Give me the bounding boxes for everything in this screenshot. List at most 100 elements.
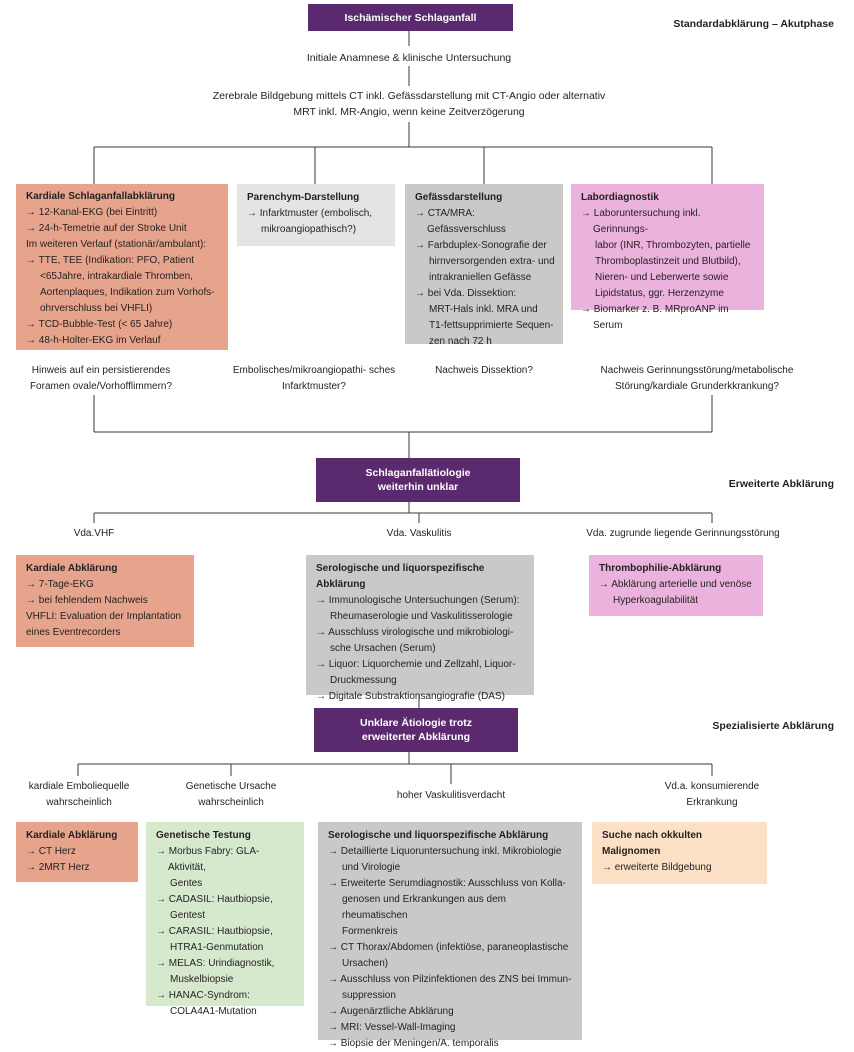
label-vasculitis-high: hoher Vaskulitisverdacht	[341, 788, 561, 804]
list-item: → Laboruntersuchung inkl. Gerinnungs-	[581, 208, 701, 235]
list-item: → bei fehlendem Nachweis	[26, 595, 148, 606]
label-line: wahrscheinlich	[46, 797, 112, 808]
list-item: HTRA1-Genmutation	[170, 942, 264, 953]
list-item: Muskelbiopsie	[170, 974, 234, 985]
list-item: labor (INR, Thrombozyten, partielle	[595, 240, 751, 251]
label-vasculitis: Vda. Vaskulitis	[386, 528, 452, 539]
list-item: Thromboplastinzeit und Blutbild),	[595, 256, 741, 267]
list-item: → Farbduplex-Sonografie der	[415, 240, 547, 251]
question-line: Foramen ovale/Vorhofflimmern?	[29, 381, 173, 392]
question-line: Störung/kardiale Grunderkkrankung?	[615, 381, 779, 392]
box-title: Labordiagnostik	[581, 192, 659, 203]
list-item: suppression	[342, 990, 396, 1001]
list-item: Gentes	[170, 878, 203, 889]
box-serology-specialized: Serologische und liquorspezifische Abklä…	[318, 822, 582, 1049]
box-lab-diagnostics: Labordiagnostik → Laboruntersuchung inkl…	[571, 184, 764, 331]
list-item: Ursachen)	[342, 958, 389, 969]
box-title: Kardiale Abklärung	[26, 563, 118, 574]
list-item: → erweiterte Bildgebung	[602, 862, 712, 873]
unclear-line1: Unklare Ätiologie trotz	[359, 717, 472, 729]
step-anamnesis: Initiale Anamnese & klinische Untersuchu…	[306, 52, 512, 64]
list-item: Gentest	[170, 910, 206, 921]
list-item: → Erweiterte Serumdiagnostik: Ausschluss…	[328, 878, 566, 889]
section-label-acute: Standardabklärung – Akutphase	[673, 18, 834, 30]
list-item: → TCD-Bubble-Test (< 65 Jahre)	[26, 319, 173, 330]
question-line: Hinweis auf ein persistierendes	[31, 365, 171, 376]
list-item: → Augenärztliche Abklärung	[328, 1006, 454, 1017]
etiology-line2: weiterhin unklar	[377, 481, 459, 493]
list-item: → CADASIL: Hautbiopsie,	[156, 894, 273, 905]
label-line: kardiale Emboliequelle	[28, 781, 130, 792]
list-item: → TTE, TEE (Indikation: PFO, Patient	[26, 255, 195, 266]
etiology-line1: Schlaganfallätiologie	[365, 467, 471, 479]
list-item: genosen und Erkrankungen aus dem rheumat…	[342, 894, 507, 921]
step-imaging-line1: Zerebrale Bildgebung mittels CT inkl. Ge…	[212, 90, 560, 102]
list-item: Druckmessung	[330, 675, 397, 686]
label-cardiac-embolic: kardiale Emboliequelle wahrscheinlich	[12, 779, 146, 811]
list-item: Formenkreis	[342, 926, 398, 937]
question-coagulation: Nachweis Gerinnungsstörung/metabolische …	[582, 363, 812, 395]
list-item: → CT Thorax/Abdomen (infektiöse, paraneo…	[328, 942, 569, 953]
question-line: sches Infarktmuster?	[282, 365, 396, 392]
question-pfo: Hinweis auf ein persistierendes Foramen …	[16, 363, 186, 395]
unclear-line2: erweiterter Abklärung	[361, 731, 471, 743]
list-item: hirnversorgenden extra- und	[429, 256, 555, 267]
list-item: → Ausschluss virologische und mikrobiolo…	[316, 627, 514, 638]
box-serology-extended: Serologische und liquorspezifische Abklä…	[306, 555, 534, 702]
list-item: → Immunologische Untersuchungen (Serum):	[316, 595, 520, 606]
label-line: hoher Vaskulitisverdacht	[396, 790, 506, 801]
list-item: intrakraniellen Gefässe	[429, 272, 532, 283]
list-item: → 2MRT Herz	[26, 862, 90, 873]
box-vessel-imaging: Gefässdarstellung → CTA/MRA: Gefässversc…	[405, 184, 563, 347]
question-line: Nachweis Dissektion?	[435, 365, 533, 376]
box-thrombophilia: Thrombophilie-Abklärung → Abklärung arte…	[589, 555, 763, 616]
list-item: → Biomarker z. B. MRproANP im Serum	[581, 304, 729, 331]
list-item: → 48-h-Holter-EKG im Verlauf	[26, 335, 161, 346]
list-item: → Liquor: Liquorchemie und Zellzahl, Liq…	[316, 659, 516, 670]
list-item: → bei Vda. Dissektion:	[415, 288, 517, 299]
box-title: Suche nach okkulten Malignomen	[602, 830, 703, 857]
label-line: Erkrankung	[686, 797, 738, 808]
list-item: eines Eventrecorders	[26, 627, 121, 638]
list-item: → Infarktmuster (embolisch,	[247, 208, 373, 219]
title-box-stroke: Ischämischer Schlaganfall	[308, 4, 513, 31]
box-title: Genetische Testung	[156, 830, 251, 841]
question-line: Embolisches/mikroangiopathi-	[232, 365, 367, 376]
list-item: → CARASIL: Hautbiopsie,	[156, 926, 273, 937]
box-title: Kardiale Schlaganfallabklärung	[26, 191, 175, 202]
box-title: Thrombophilie-Abklärung	[599, 563, 722, 574]
label-line: Vd.a. konsumierende	[664, 781, 760, 792]
list-item: zen nach 72 h	[429, 336, 492, 347]
list-item: Im weiteren Verlauf (stationär/ambulant)…	[26, 239, 207, 250]
title-text: Ischämischer Schlaganfall	[344, 11, 477, 24]
list-item: → 24-h-Temetrie auf der Stroke Unit	[26, 223, 187, 234]
list-item: ohrverschluss bei VHFLI)	[40, 303, 153, 314]
section-label-extended: Erweiterte Abklärung	[728, 478, 834, 490]
box-cardiac-extended: Kardiale Abklärung → 7-Tage-EKG → bei fe…	[16, 555, 194, 647]
list-item: → CT Herz	[26, 846, 76, 857]
step-imaging-line2: alternativ MRT inkl. MR-Angio, wenn kein…	[293, 90, 606, 118]
list-item: T1-fettsupprimierte Sequen-	[429, 320, 554, 331]
list-item: → Morbus Fabry: GLA-Aktivität,	[156, 846, 260, 873]
list-item: VHFLI: Evaluation der Implantation	[26, 611, 182, 622]
box-title: Serologische und liquorspezifische Abklä…	[328, 830, 549, 841]
step-imaging: Zerebrale Bildgebung mittels CT inkl. Ge…	[210, 88, 608, 120]
list-item: → Biopsie der Meningen/A. temporalis	[328, 1038, 499, 1049]
list-item: → 12-Kanal-EKG (bei Eintritt)	[26, 207, 158, 218]
list-item: → HANAC-Syndrom:	[156, 990, 250, 1001]
list-item: COLA4A1-Mutation	[170, 1006, 257, 1017]
box-cardiac-workup: Kardiale Schlaganfallabklärung → 12-Kana…	[16, 184, 228, 350]
question-line: Nachweis Gerinnungsstörung/metabolische	[600, 365, 794, 376]
list-item: → CTA/MRA: Gefässverschluss	[415, 208, 506, 235]
box-etiology-unclear: Schlaganfallätiologie weiterhin unklar	[316, 458, 520, 502]
list-item: MRT-Hals inkl. MRA und	[429, 304, 538, 315]
label-vhf: Vda.VHF	[73, 528, 115, 539]
section-label-specialized: Spezialisierte Abklärung	[712, 720, 834, 732]
list-item: Lipidstatus, ggr. Herzenzyme	[595, 288, 724, 299]
box-malignancy-search: Suche nach okkulten Malignomen → erweite…	[592, 822, 767, 884]
list-item: Rheumaserologie und Vaskulitisserologie	[330, 611, 513, 622]
box-title: Kardiale Abklärung	[26, 830, 118, 841]
list-item: → Ausschluss von Pilzinfektionen des ZNS…	[328, 974, 572, 985]
question-infarct-pattern: Embolisches/mikroangiopathi- sches Infar…	[230, 363, 398, 395]
